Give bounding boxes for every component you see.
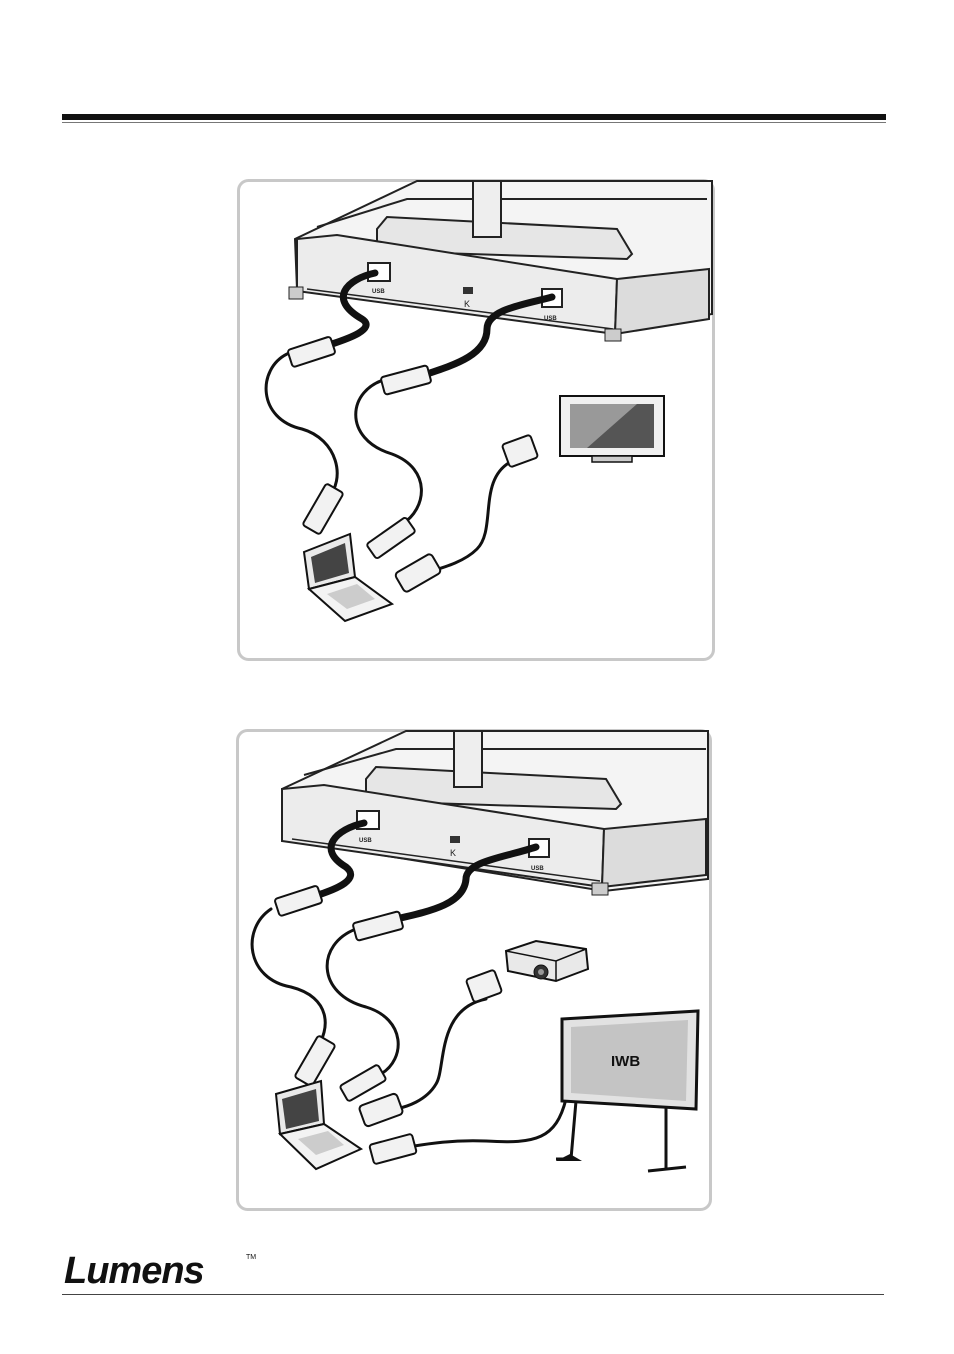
lumens-logo: Lumens TM [64, 1249, 264, 1293]
usb-port-label-right: USB [531, 866, 544, 872]
connection-diagram-projector-iwb: USB USB K IWB [236, 729, 712, 1211]
usb-port-label-right: USB [544, 316, 557, 322]
connection-diagram-tv: USB USB K [237, 179, 715, 661]
switch-mark: K [464, 299, 470, 309]
trademark-mark: TM [246, 1254, 256, 1261]
usb-port-label-left: USB [359, 838, 372, 844]
switch-mark: K [450, 848, 456, 858]
iwb-label: IWB [611, 1053, 640, 1070]
header-rule [62, 114, 886, 120]
usb-port-label-left: USB [372, 289, 385, 295]
footer-rule [62, 1294, 884, 1295]
monitor-icon [560, 396, 664, 462]
brand-wordmark: Lumens [64, 1250, 204, 1292]
